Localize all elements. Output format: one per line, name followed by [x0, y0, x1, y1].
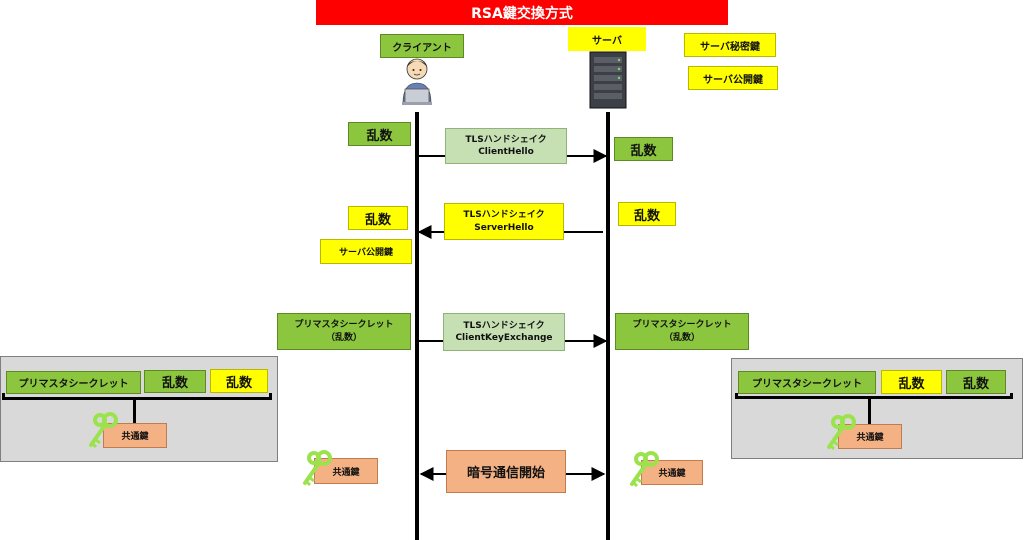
right-panel-bracket-end [735, 393, 738, 399]
client-random-1: 乱数 [348, 122, 411, 146]
server-premaster-secret: プリマスタシークレット （乱数） [615, 313, 749, 350]
message-server-hello: TLSハンドシェイク ServerHello [444, 203, 564, 240]
server-rack-icon [586, 50, 630, 110]
message-line1: TLSハンドシェイク [463, 320, 545, 331]
premaster-line1: プリマスタシークレット [632, 320, 732, 331]
left-panel-common-key: 共通鍵 [103, 423, 167, 448]
server-label: サーバ [568, 27, 646, 51]
right-panel-connector [868, 398, 871, 424]
message-client-hello: TLSハンドシェイク ClientHello [445, 128, 567, 164]
person-with-laptop-icon [399, 55, 435, 107]
client-random-2: 乱数 [348, 206, 408, 230]
left-panel-random-b: 乱数 [210, 369, 268, 393]
premaster-line2: （乱数） [325, 332, 362, 343]
client-premaster-secret: プリマスタシークレット （乱数） [277, 313, 411, 350]
left-panel-premaster: プリマスタシークレット [6, 371, 141, 394]
server-private-key-label: サーバ秘密鍵 [684, 33, 776, 57]
client-lifeline [415, 112, 419, 540]
key-icon [824, 414, 858, 452]
server-random-1: 乱数 [614, 137, 673, 161]
key-icon [300, 450, 334, 488]
right-panel-random-b: 乱数 [946, 370, 1006, 394]
key-icon [627, 451, 661, 489]
premaster-line2: （乱数） [663, 332, 700, 343]
client-server-public-key: サーバ公開鍵 [320, 239, 412, 264]
left-panel-random-a: 乱数 [144, 370, 206, 393]
client-common-key: 共通鍵 [314, 458, 378, 484]
key-icon [86, 412, 120, 450]
server-random-2: 乱数 [618, 202, 676, 226]
message-line2: ClientKeyExchange [455, 333, 553, 343]
page-title: RSA鍵交換方式 [316, 0, 728, 25]
client-label: クライアント [380, 34, 464, 58]
right-panel-bracket [735, 396, 1013, 399]
message-client-key-exchange: TLSハンドシェイク ClientKeyExchange [443, 313, 565, 351]
message-line1: TLSハンドシェイク [465, 134, 547, 145]
left-panel-bracket-end [269, 393, 272, 400]
left-panel-connector [133, 399, 136, 423]
server-public-key-label: サーバ公開鍵 [688, 66, 778, 90]
premaster-line1: プリマスタシークレット [294, 320, 394, 331]
message-line1: TLSハンドシェイク [463, 210, 545, 221]
left-panel-bracket-end [2, 393, 5, 400]
message-encrypted-start: 暗号通信開始 [446, 450, 566, 493]
message-line2: ServerHello [474, 222, 534, 233]
right-panel-bracket-end [1010, 393, 1013, 399]
server-lifeline [606, 112, 610, 540]
right-panel-random-a: 乱数 [881, 370, 942, 394]
right-panel-premaster: プリマスタシークレット [738, 371, 876, 394]
message-line2: ClientHello [478, 147, 534, 157]
left-panel-bracket [2, 397, 272, 400]
